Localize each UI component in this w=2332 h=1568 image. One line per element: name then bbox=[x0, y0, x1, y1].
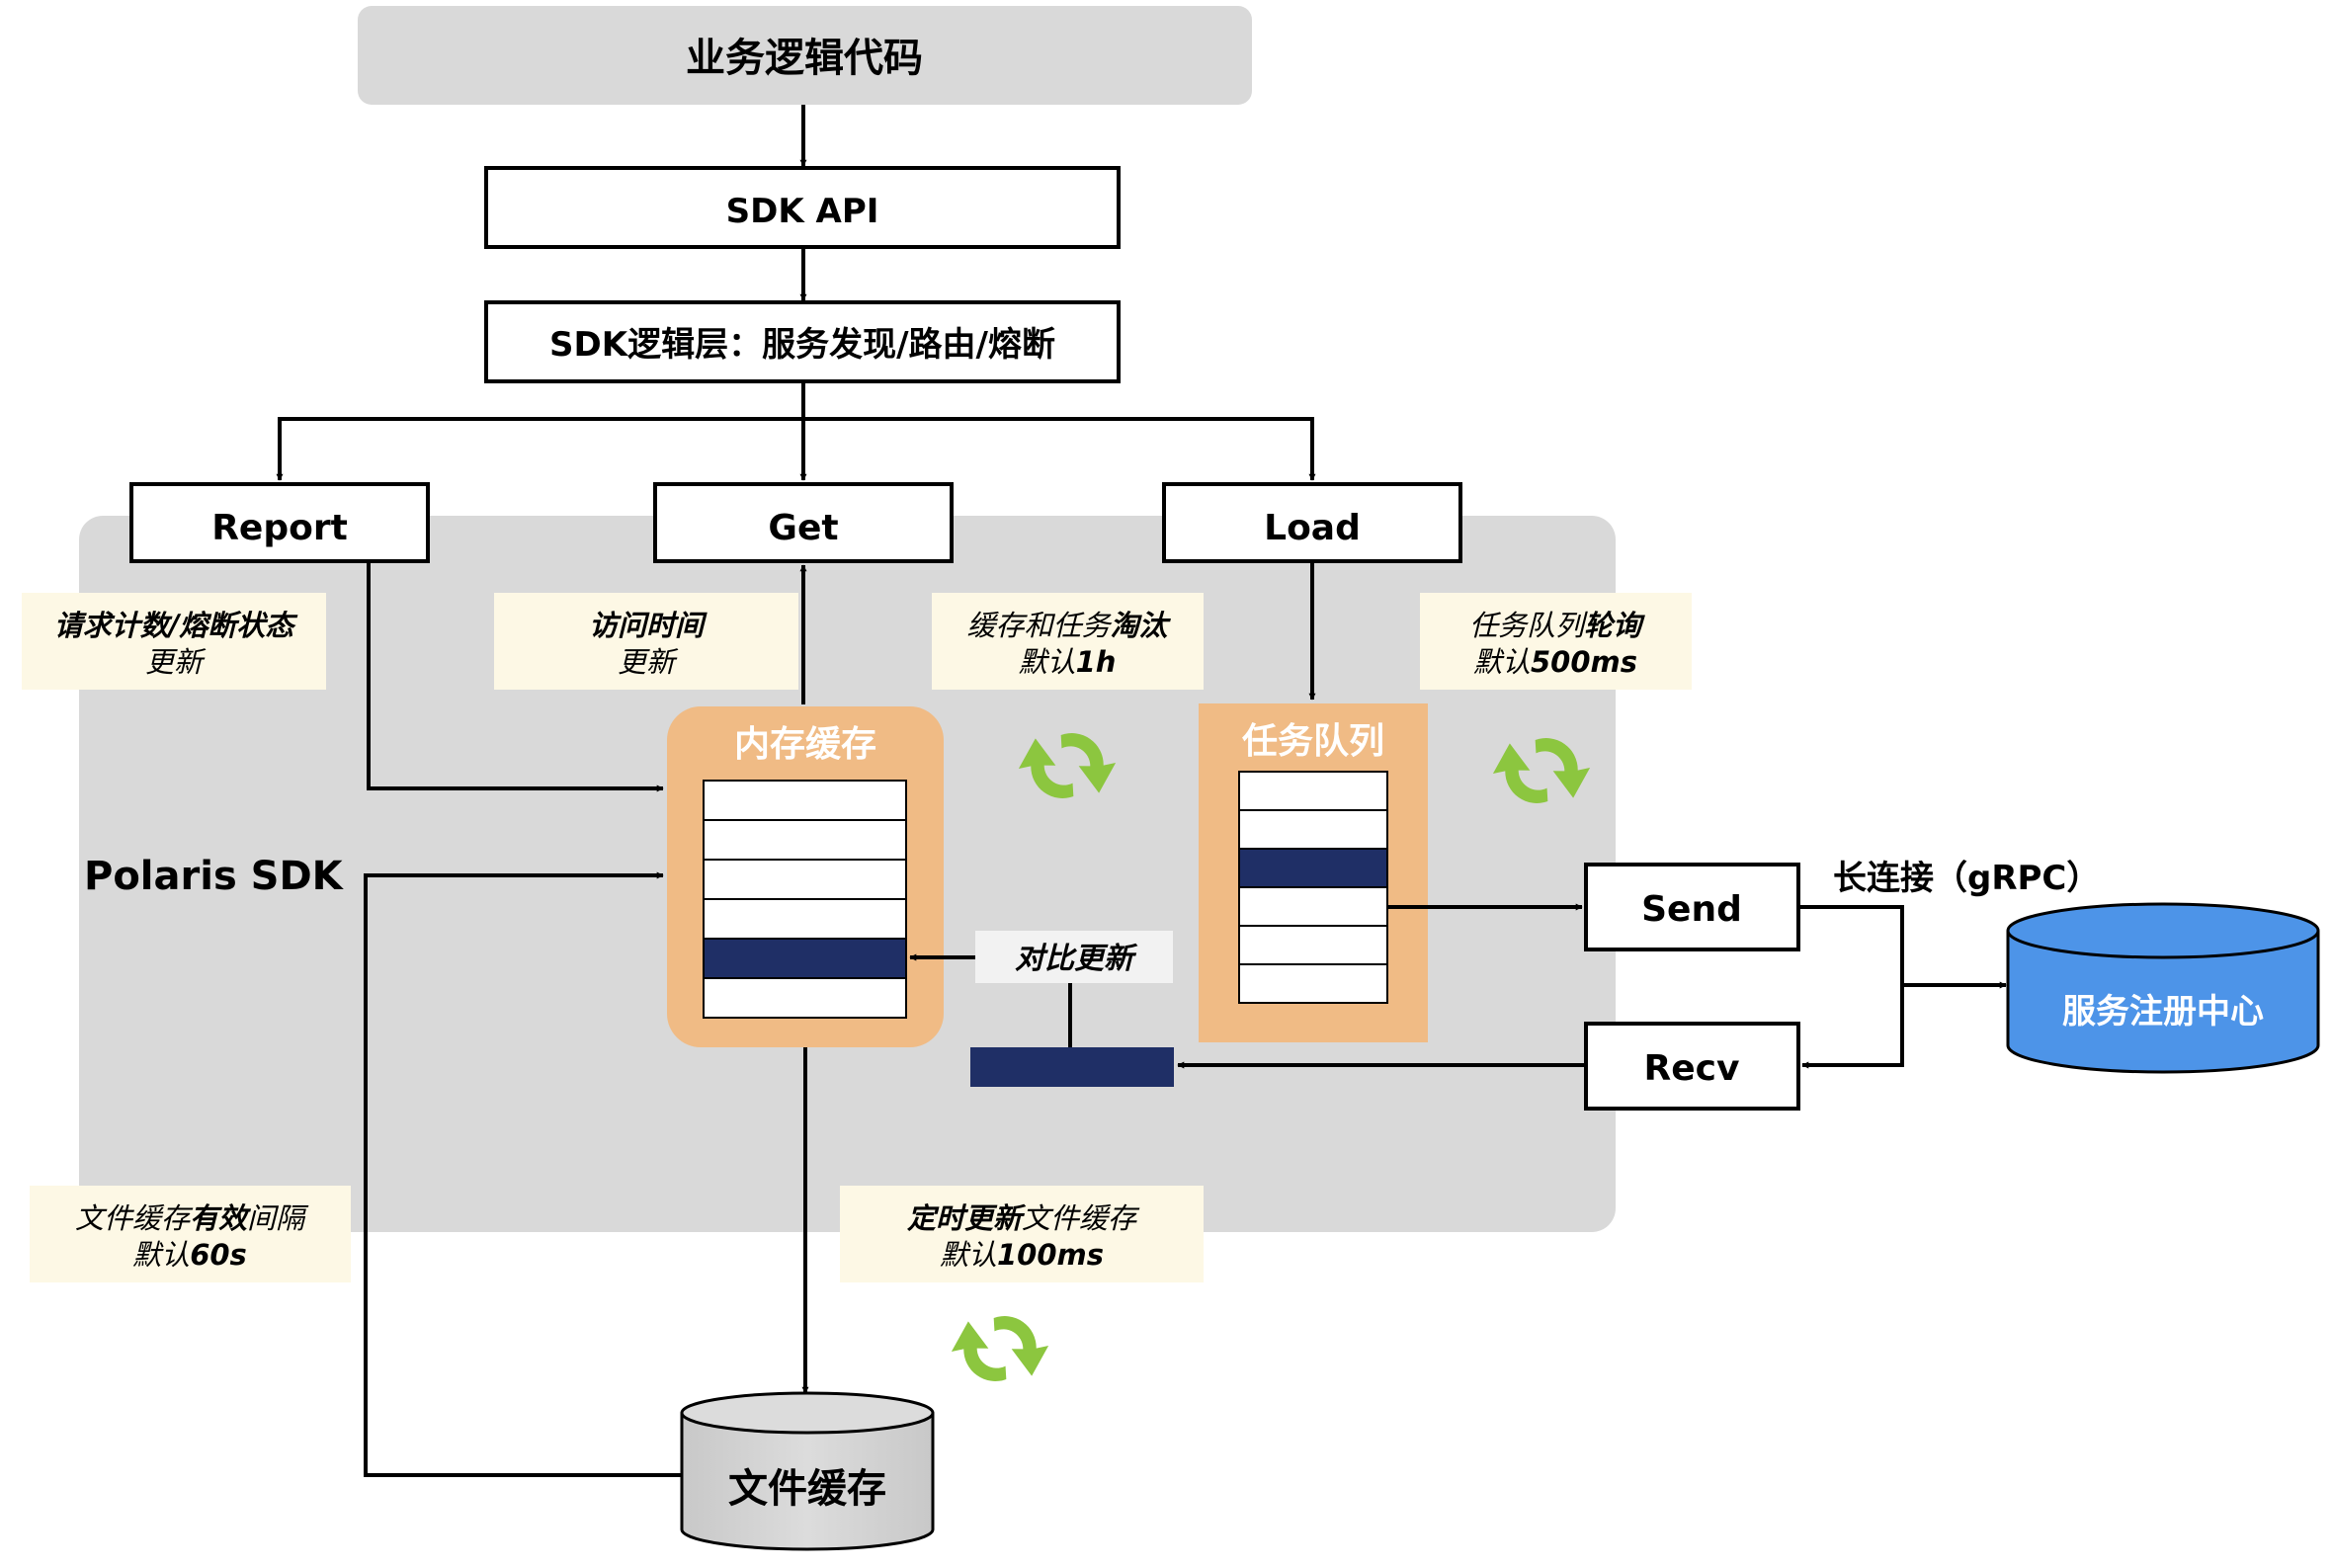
note-timed-line1b: 文件缓存 bbox=[1022, 1201, 1140, 1235]
note-poll-box bbox=[1420, 593, 1692, 690]
file-cache-label: 文件缓存 bbox=[728, 1466, 886, 1512]
compare-update-box bbox=[975, 931, 1173, 983]
load-label: Load bbox=[1264, 508, 1361, 548]
file-cache-cylinder bbox=[680, 1391, 935, 1551]
registry-label: 服务注册中心 bbox=[2062, 992, 2264, 1032]
compare-update-label: 对比更新 bbox=[1015, 942, 1138, 976]
note-get-box bbox=[494, 593, 798, 690]
queue-row bbox=[1238, 771, 1388, 811]
get-box bbox=[653, 482, 954, 563]
note-poll-line2b: 500ms bbox=[1531, 645, 1637, 679]
note-file-valid-line1a: 文件缓存 bbox=[75, 1201, 194, 1235]
arrow-logic-to-report bbox=[276, 381, 805, 481]
refresh-cycle-icon bbox=[942, 1292, 1058, 1405]
arrow-file-to-cache bbox=[364, 871, 682, 1477]
report-label: Report bbox=[211, 508, 348, 548]
report-box bbox=[129, 482, 430, 563]
note-file-valid-box bbox=[30, 1186, 351, 1282]
cache-row-highlighted bbox=[703, 938, 907, 979]
note-poll-line2: 默认500ms bbox=[1473, 645, 1637, 679]
note-get-line2: 更新 bbox=[618, 645, 679, 679]
note-poll-line1b: 轮询 bbox=[1584, 609, 1645, 642]
queue-row bbox=[1238, 886, 1388, 927]
arrow-report-to-cache bbox=[367, 561, 664, 792]
memory-cache-label: 内存缓存 bbox=[734, 724, 876, 765]
recv-label: Recv bbox=[1644, 1048, 1740, 1089]
note-evict-box bbox=[932, 593, 1204, 690]
sdk-api-box bbox=[484, 166, 1121, 249]
note-timed-box bbox=[840, 1186, 1204, 1282]
queue-row bbox=[1238, 925, 1388, 965]
note-file-valid-line1: 文件缓存有效间隔 bbox=[75, 1201, 309, 1235]
note-file-valid-line1b: 有效 bbox=[190, 1201, 252, 1235]
note-timed-line2b: 100ms bbox=[997, 1238, 1104, 1272]
note-file-valid-line2b: 60s bbox=[190, 1238, 247, 1272]
note-poll-line1a: 任务队列 bbox=[1469, 609, 1588, 642]
business-logic-label: 业务逻辑代码 bbox=[686, 36, 923, 81]
note-report-line2: 更新 bbox=[145, 645, 207, 679]
cache-row bbox=[703, 819, 907, 861]
sdk-logic-box bbox=[484, 300, 1121, 383]
note-evict-line2: 默认1h bbox=[1019, 645, 1117, 679]
registry-cylinder bbox=[2006, 902, 2320, 1074]
note-get-line1: 访问时间 bbox=[589, 609, 708, 642]
note-evict-line2a: 默认 bbox=[1019, 645, 1076, 679]
note-timed-line2: 默认100ms bbox=[940, 1238, 1104, 1272]
note-poll-line1: 任务队列轮询 bbox=[1469, 609, 1645, 642]
polaris-sdk-label: Polaris SDK bbox=[84, 854, 345, 899]
note-file-valid-line2: 默认60s bbox=[132, 1238, 247, 1272]
cache-row bbox=[703, 780, 907, 821]
task-queue-rows bbox=[1238, 771, 1388, 1004]
note-poll-line2a: 默认 bbox=[1473, 645, 1531, 679]
note-evict-line1a: 缓存和任务 bbox=[966, 609, 1113, 642]
business-logic-block bbox=[358, 6, 1252, 105]
memory-cache-rows bbox=[703, 780, 907, 1019]
queue-row bbox=[1238, 963, 1388, 1004]
note-evict-line2b: 1h bbox=[1076, 645, 1117, 679]
note-timed-line2a: 默认 bbox=[940, 1238, 997, 1272]
long-connection-label: 长连接（gRPC） bbox=[1833, 859, 2100, 898]
note-report-box bbox=[22, 593, 326, 690]
cache-row bbox=[703, 898, 907, 940]
note-file-valid-line1c: 间隔 bbox=[247, 1201, 309, 1235]
get-label: Get bbox=[768, 508, 838, 548]
arrow-logic-to-load bbox=[803, 417, 1316, 481]
cache-row bbox=[703, 977, 907, 1019]
task-queue-label: 任务队列 bbox=[1242, 721, 1384, 762]
sdk-api-label: SDK API bbox=[726, 192, 879, 231]
sdk-logic-label: SDK逻辑层：服务发现/路由/熔断 bbox=[549, 325, 1055, 365]
queue-row bbox=[1238, 809, 1388, 850]
note-evict-line1b: 淘汰 bbox=[1111, 609, 1172, 642]
connector-send-to-bus bbox=[1798, 905, 1904, 1069]
send-label: Send bbox=[1641, 889, 1742, 930]
note-report-line1: 请求计数/熔断状态 bbox=[54, 609, 299, 642]
queue-row-highlighted bbox=[1238, 848, 1388, 888]
received-buffer-bar bbox=[970, 1047, 1174, 1087]
note-evict-line1: 缓存和任务淘汰 bbox=[966, 609, 1171, 642]
cache-row bbox=[703, 859, 907, 900]
note-file-valid-line2a: 默认 bbox=[132, 1238, 190, 1272]
note-timed-line1a: 定时更新 bbox=[906, 1201, 1027, 1235]
note-timed-line1: 定时更新文件缓存 bbox=[906, 1201, 1140, 1235]
load-box bbox=[1162, 482, 1462, 563]
